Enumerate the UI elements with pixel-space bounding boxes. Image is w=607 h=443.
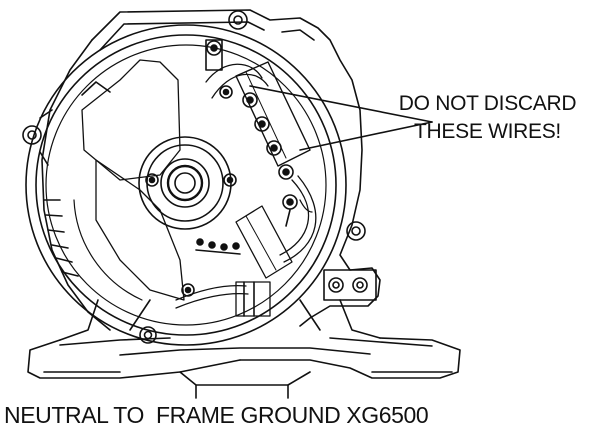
housing-frame — [22, 9, 461, 399]
rotor-hub — [138, 136, 237, 230]
rotor-plate — [81, 59, 185, 301]
stator-ring — [25, 24, 347, 346]
terminal-post — [278, 164, 294, 180]
callout-text: DO NOT DISCARD THESE WIRES! — [368, 90, 607, 146]
diode-pins — [195, 238, 241, 255]
terminal-post — [266, 140, 282, 156]
wire-connector — [181, 281, 271, 317]
terminal-block — [205, 39, 311, 180]
callout-line-1: DO NOT DISCARD — [398, 92, 577, 115]
terminal-post — [242, 92, 258, 108]
regulator-module — [235, 194, 298, 279]
callout-line-2: THESE WIRES! — [414, 120, 561, 143]
terminal-post — [254, 116, 270, 132]
figure-caption: NEUTRAL TO FRAME GROUND XG6500 — [4, 402, 429, 428]
callout-leaders — [249, 85, 433, 151]
wiring-harness — [175, 63, 317, 309]
